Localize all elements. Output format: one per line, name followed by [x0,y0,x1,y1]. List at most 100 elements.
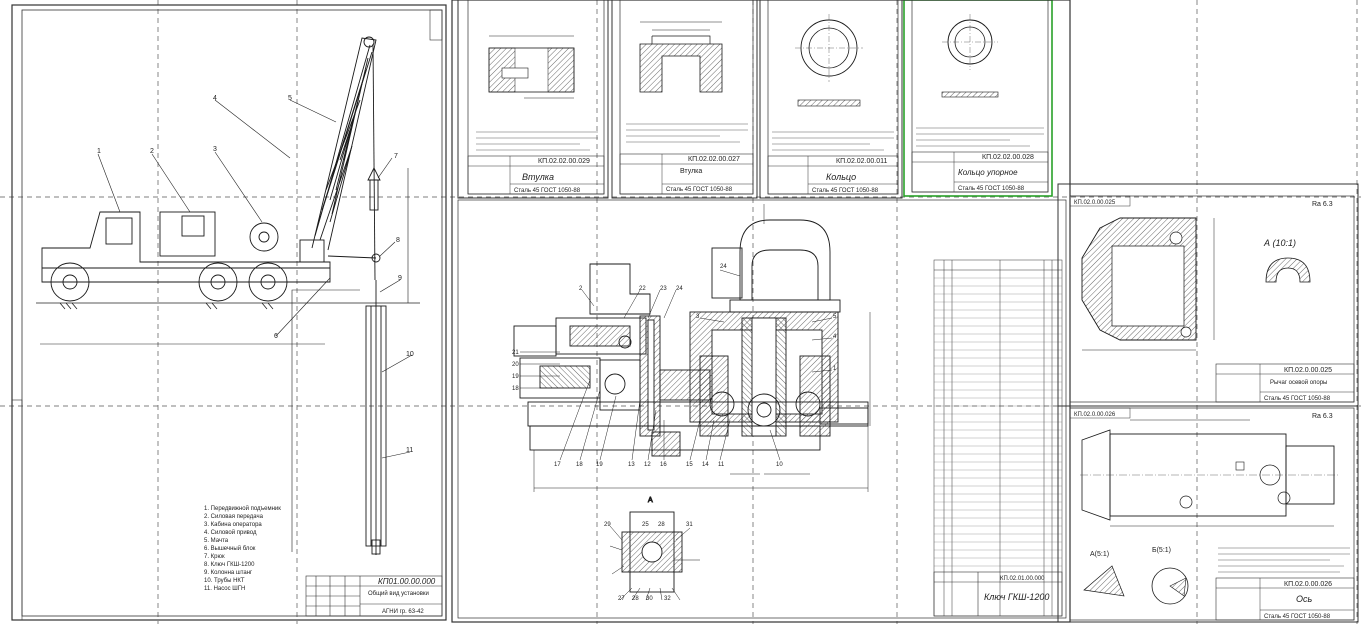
callout: 13 [628,462,635,468]
stamp-org: АГНИ гр. 63-42 [382,609,424,615]
callout-3: 3 [213,146,217,153]
callout: 4 [833,334,837,340]
callout: 27 [618,596,625,602]
sheet-rig: 1 2 3 4 5 6 7 8 9 10 11 1. Передвижной п… [11,4,447,621]
callout: 31 [686,522,693,528]
callout-2: 2 [150,148,154,155]
section-b-label: Б(5:1) [1152,547,1171,554]
assembly-title-block [933,571,1063,617]
part-name: Втулка [680,168,702,175]
callout: 5 [833,314,837,320]
jaw-assembly [513,263,869,457]
legend-item: 10. Трубы НКТ [204,578,245,584]
part-name: Втулка [522,172,554,182]
legend-item: 4. Силовой привод [204,529,257,536]
assembly-callouts-left: 21 20 19 18 [512,350,519,392]
callout: 19 [512,374,519,380]
callout: 14 [702,462,709,468]
callout-8: 8 [396,237,400,244]
leader-lines [40,99,413,552]
assembly-dimensions [533,204,871,492]
detail-label: А (10:1) [1263,238,1296,248]
assembly-callouts-bottom: 17 18 19 13 12 16 15 14 11 10 [554,462,783,468]
part-code: КП.02.0.00.025 [1284,367,1332,374]
rotated-code: КП.02.0.00.025 [1074,200,1116,206]
callout: 19 [596,462,603,468]
part-name: Кольцо [826,172,856,182]
callout: 16 [660,462,667,468]
callout: 22 [639,286,646,292]
part-name: Рычаг осевой опоры [1270,379,1327,386]
callout: 15 [686,462,693,468]
section-a-label: А(5:1) [1090,551,1109,558]
legend-item: 6. Вышечный блок [204,545,256,552]
drive-unit [711,219,841,313]
part-material: Сталь 45 ГОСТ 1050-88 [958,186,1025,192]
part-code: КП.02.02.00.028 [982,154,1034,161]
section-view-a: А [609,497,700,601]
callout: 28 [658,522,665,528]
ground-line [36,302,420,310]
callout-5: 5 [288,95,292,102]
well-tubing [365,280,387,555]
sheet-support-ring: КП.02.02.00.028 Кольцо упорное Сталь 45 … [903,0,1053,197]
sheet-bushing-2: КП.02.02.00.027 Втулка Сталь 45 ГОСТ 105… [611,0,758,199]
callout: 23 [660,286,667,292]
part-name: Кольцо упорное [958,168,1018,177]
callout-11: 11 [406,447,413,454]
callout: 21 [512,350,519,356]
specification-rows [934,277,1062,567]
callout: 28 [632,596,639,602]
callout-9: 9 [398,275,402,282]
callout: 20 [512,362,519,368]
part-name: Ось [1296,594,1313,604]
part-material: Сталь 45 ГОСТ 1050-88 [1264,614,1331,620]
callout: 24 [676,286,683,292]
stamp-title: Общий вид установки [368,590,429,597]
part-code: КП.02.02.00.011 [836,158,888,165]
roughness: Ra 6.3 [1312,201,1333,208]
callout: 25 [642,522,649,528]
part-code: КП.02.0.00.026 [1284,581,1332,588]
rig-title-block [305,575,443,617]
callout-10: 10 [406,351,414,358]
assembly-callouts-top: 24 2 22 23 24 5 3 4 1 [579,264,837,372]
sheet-axle: КП.02.0.00.026 Ra 6.3 А(5:1) Б(5:1) КП.0… [1057,405,1359,623]
sheet-lever: КП.02.0.00.025 Ra 6.3 А (10:1) КП.02.0.0… [1057,183,1359,407]
part-material: Сталь 45 ГОСТ 1050-88 [514,188,581,194]
part-material: Сталь 45 ГОСТ 1050-88 [1264,396,1331,402]
callout: 3 [696,314,700,320]
part-code: КП.02.02.00.029 [538,158,590,165]
callout: 18 [512,386,519,392]
callout: 2 [579,286,583,292]
legend-item: 5. Мачта [204,538,229,544]
sheet-bushing: КП.02.02.00.029 Втулка Сталь 45 ГОСТ 105… [457,0,609,199]
legend-item: 2. Силовая передача [204,514,264,520]
legend-item: 11. Насос ШГН [204,586,245,592]
callout-7: 7 [394,153,398,160]
callout: 18 [576,462,583,468]
legend-item: 8. Ключ ГКШ-1200 [204,562,255,568]
legend-item: 9. Колонна штанг [204,570,253,576]
callout: 17 [554,462,561,468]
callout: 24 [720,264,727,270]
rig-callouts: 1 2 3 4 5 6 7 8 9 10 11 [97,95,414,454]
callout: 1 [833,366,837,372]
assembly-title: Ключ ГКШ-1200 [984,592,1049,602]
sheet-ring: КП.02.02.00.011 Кольцо Сталь 45 ГОСТ 105… [759,0,903,199]
part-code: КП.02.02.00.027 [688,156,740,163]
assembly-leaders [520,269,833,461]
section-label: А [648,497,653,504]
callout-6: 6 [274,333,278,340]
callout: 32 [664,596,671,602]
callout: 11 [718,462,725,468]
legend-item: 3. Кабина оператора [204,522,262,528]
callout: 10 [776,462,783,468]
part-material: Сталь 45 ГОСТ 1050-88 [666,187,733,193]
legend-item: 7. Крюк [204,554,225,560]
section-callouts: 29 25 28 27 28 30 32 31 [604,522,693,602]
roughness: Ra 6.3 [1312,413,1333,420]
main-housing [689,311,839,437]
assembly-code: КП.02.01.00.000 [1000,576,1045,582]
